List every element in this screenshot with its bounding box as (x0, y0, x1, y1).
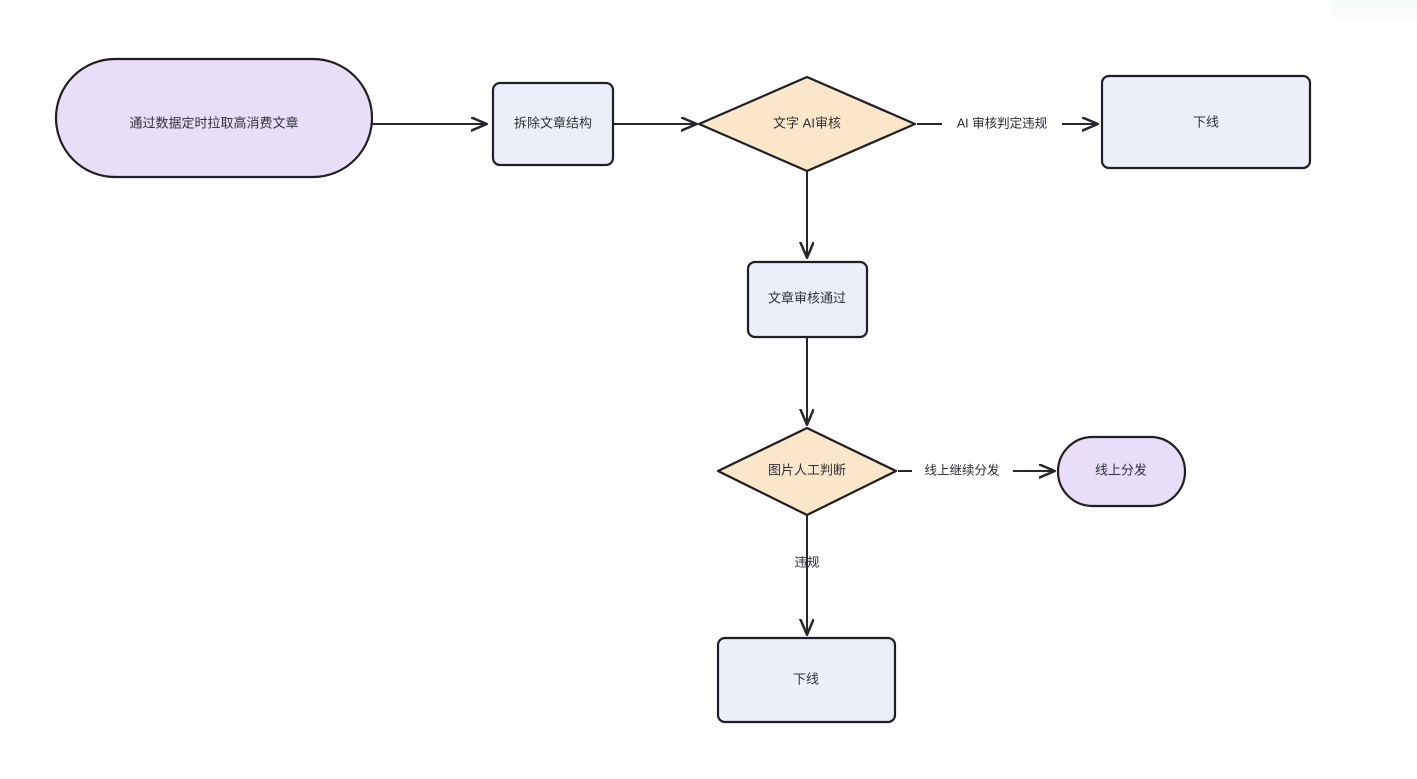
node-distribute-label: 线上分发 (1095, 462, 1147, 477)
node-distribute-shape[interactable] (1056, 435, 1187, 508)
node-start-label: 通过数据定时拉取高消费文章 (129, 115, 298, 130)
node-article-passed[interactable]: 文章审核通过 (746, 260, 869, 339)
node-offline-top-shape[interactable] (1100, 74, 1312, 170)
edge-label-ai-violation: AI 审核判定违规 (957, 115, 1047, 130)
node-offline-top-label: 下线 (1193, 114, 1219, 129)
node-strip-article-structure[interactable]: 拆除文章结构 (491, 81, 615, 167)
edge-ai-review-to-offline-top: AI 审核判定违规 (917, 115, 1097, 130)
node-start[interactable]: 通过数据定时拉取高消费文章 (54, 57, 374, 179)
edge-label-violation: 违规 (794, 554, 819, 569)
node-strip-label: 拆除文章结构 (514, 115, 592, 130)
node-manual-image-judgement[interactable]: 图片人工判断 (716, 426, 898, 517)
edge-manual-to-offline-bottom: 违规 (794, 516, 820, 634)
node-text-ai-review[interactable]: 文字 AI审核 (697, 75, 917, 173)
node-offline-bottom-shape[interactable] (716, 636, 897, 724)
node-offline-bottom-label: 下线 (793, 671, 819, 686)
node-passed-label: 文章审核通过 (768, 290, 846, 305)
node-ai-review-label: 文字 AI审核 (773, 115, 841, 130)
node-manual-image-label: 图片人工判断 (768, 462, 846, 477)
node-online-distribution[interactable]: 线上分发 (1056, 435, 1187, 508)
edge-label-continue-distribution: 线上继续分发 (924, 462, 1000, 477)
node-manual-image-shape[interactable] (716, 426, 898, 517)
node-start-shape[interactable] (54, 57, 374, 179)
node-passed-shape[interactable] (746, 260, 869, 339)
node-strip-shape[interactable] (491, 81, 615, 167)
node-ai-review-shape[interactable] (697, 75, 917, 173)
edge-manual-to-distribute: 线上继续分发 (898, 462, 1054, 477)
node-offline-top[interactable]: 下线 (1100, 74, 1312, 170)
node-offline-bottom[interactable]: 下线 (716, 636, 897, 724)
